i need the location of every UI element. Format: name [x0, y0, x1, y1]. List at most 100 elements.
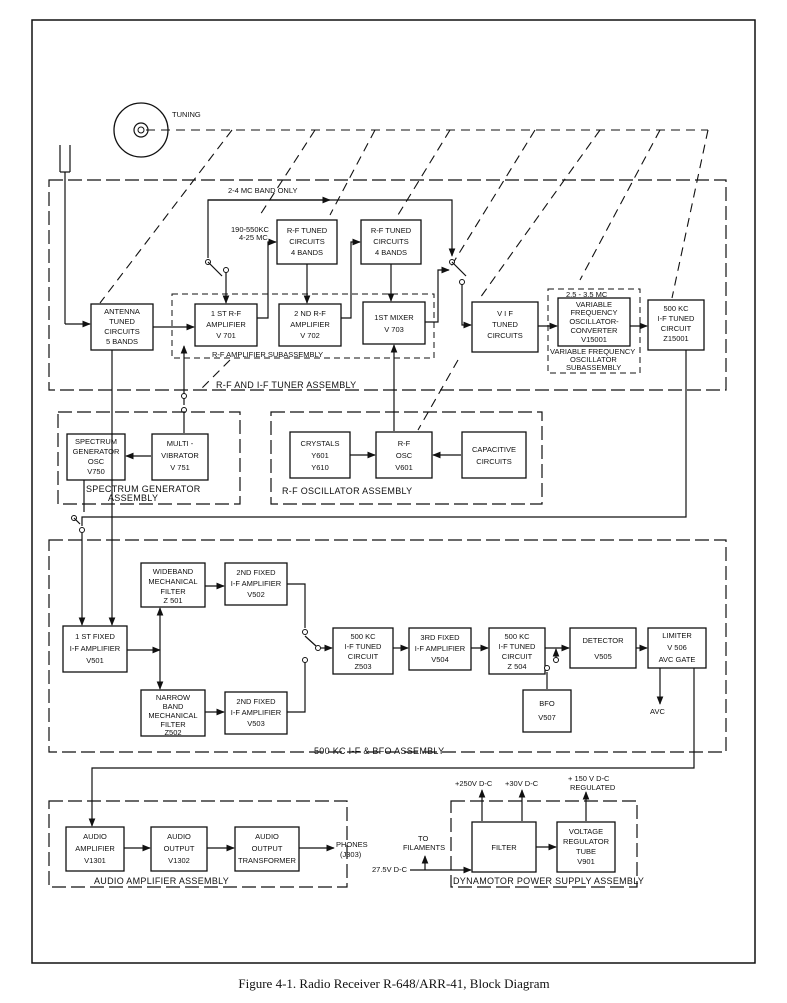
bfo-block: BFO V507 [522, 689, 572, 733]
if-tuned-circuit-z504-block: 500 KC I-F TUNED CIRCUIT Z 504 [488, 627, 546, 675]
to-filaments-label-1: TO [418, 834, 428, 843]
svg-text:V1302: V1302 [168, 856, 190, 865]
spectrum-assembly-label-2: ASSEMBLY [108, 493, 158, 503]
svg-text:OSC: OSC [396, 451, 413, 460]
svg-text:2ND FIXED: 2ND FIXED [236, 568, 276, 577]
rf-amp-subassembly-label: R-F AMPLIFIER SUBASSEMBLY [212, 350, 323, 359]
svg-text:4 BANDS: 4 BANDS [291, 248, 323, 257]
tuning-label: TUNING [172, 110, 201, 119]
rf-tuned-circuits-b-block: R-F TUNED CIRCUITS 4 BANDS [360, 219, 422, 265]
svg-text:OSC: OSC [88, 457, 105, 466]
rf-osc-block: R-F OSC V601 [375, 431, 433, 479]
band-2-4-label: 2-4 MC BAND ONLY [228, 186, 297, 195]
capacitive-circuits-block: CAPACITIVE CIRCUITS [461, 431, 527, 479]
svg-text:VOLTAGE: VOLTAGE [569, 827, 603, 836]
svg-text:3RD FIXED: 3RD FIXED [420, 633, 460, 642]
svg-text:R-F: R-F [398, 439, 411, 448]
svg-text:1ST MIXER: 1ST MIXER [374, 313, 414, 322]
if-amplifier-2a-block: 2ND FIXED I-F AMPLIFIER V502 [224, 562, 288, 606]
avc-label: AVC [650, 707, 665, 716]
svg-text:VIBRATOR: VIBRATOR [161, 451, 199, 460]
v150-label-1: + 150 V D-C [568, 774, 610, 783]
if-amplifier-3-block: 3RD FIXED I-F AMPLIFIER V504 [408, 627, 472, 671]
wideband-filter-block: WIDEBAND MECHANICAL FILTER Z 501 [140, 562, 206, 608]
svg-text:AMPLIFIER: AMPLIFIER [75, 844, 115, 853]
svg-text:CIRCUITS: CIRCUITS [476, 457, 511, 466]
rf-amplifier-1-block: 1 ST R-F AMPLIFIER V 701 [194, 303, 258, 347]
svg-text:AUDIO: AUDIO [255, 832, 279, 841]
antenna-tuned-circuits-block: ANTENNA TUNED CIRCUITS 5 BANDS [90, 303, 154, 351]
svg-text:AUDIO: AUDIO [167, 832, 191, 841]
svg-text:I-F AMPLIFIER: I-F AMPLIFIER [415, 644, 466, 653]
svg-text:OSCILLATOR-: OSCILLATOR- [569, 317, 619, 326]
svg-text:V 703: V 703 [384, 325, 404, 334]
svg-text:4 BANDS: 4 BANDS [375, 248, 407, 257]
svg-text:V 506: V 506 [667, 643, 687, 652]
svg-text:REGULATOR: REGULATOR [563, 837, 610, 846]
svg-text:OUTPUT: OUTPUT [164, 844, 195, 853]
if-tuned-circuit-z503-block: 500 KC I-F TUNED CIRCUIT Z503 [332, 627, 394, 675]
svg-text:V503: V503 [247, 719, 265, 728]
svg-text:CIRCUITS: CIRCUITS [487, 331, 522, 340]
svg-text:V502: V502 [247, 590, 265, 599]
outer-frame [31, 19, 756, 964]
phones-label-1: PHONES [336, 840, 368, 849]
svg-text:CIRCUITS: CIRCUITS [104, 327, 139, 336]
spectrum-assembly-outline [57, 411, 241, 505]
v27-label: 27.5V D-C [372, 865, 408, 874]
rf-amp-subassembly-outline [171, 293, 435, 359]
svg-text:CONVERTER: CONVERTER [571, 326, 619, 335]
rf-oscillator-assembly-outline [270, 411, 543, 505]
phones-label-2: (J303) [340, 850, 362, 859]
svg-text:V 702: V 702 [300, 331, 320, 340]
svg-text:R-F TUNED: R-F TUNED [371, 226, 412, 235]
to-filaments-label-2: FILAMENTS [403, 843, 445, 852]
crystals-block: CRYSTALS Y601 Y610 [289, 431, 351, 479]
svg-text:Z15001: Z15001 [663, 334, 688, 343]
svg-text:LIMITER: LIMITER [662, 631, 692, 640]
svg-text:V 701: V 701 [216, 331, 236, 340]
if-amplifier-2b-block: 2ND FIXED I-F AMPLIFIER V503 [224, 691, 288, 735]
antenna-icon [59, 145, 91, 328]
power-assembly-label: DYNAMOTOR POWER SUPPLY ASSEMBLY [453, 876, 644, 886]
svg-text:1 ST R-F: 1 ST R-F [211, 309, 242, 318]
svg-text:OUTPUT: OUTPUT [252, 844, 283, 853]
vfo-subassembly-label-3: SUBASSEMBLY [566, 363, 621, 372]
audio-amplifier-block: AUDIO AMPLIFIER V1301 [65, 826, 125, 872]
svg-text:BFO: BFO [539, 699, 555, 708]
audio-output-block: AUDIO OUTPUT V1302 [150, 826, 208, 872]
svg-text:V504: V504 [431, 655, 449, 664]
narrowband-filter-block: NARROW BAND MECHANICAL FILTER Z502 [140, 689, 206, 737]
svg-text:I-F AMPLIFIER: I-F AMPLIFIER [231, 708, 282, 717]
svg-text:FREQUENCY: FREQUENCY [570, 308, 617, 317]
band-2-5-label: 2.5 - 3.5 MC [566, 290, 608, 299]
vfo-subassembly-label-2: OSCILLATOR [570, 355, 617, 364]
tuning-knob-icon [113, 102, 169, 158]
if-bfo-assembly-outline [48, 539, 727, 753]
svg-text:FILTER: FILTER [491, 843, 517, 852]
audio-transformer-block: AUDIO OUTPUT TRANSFORMER [234, 826, 300, 872]
rf-amplifier-2-block: 2 ND R-F AMPLIFIER V 702 [278, 303, 342, 347]
vfo-subassembly-outline [547, 288, 641, 374]
power-assembly-outline [450, 800, 638, 888]
svg-text:V15001: V15001 [581, 335, 607, 344]
svg-text:V750: V750 [87, 467, 105, 476]
voltage-regulator-block: VOLTAGE REGULATOR TUBE V901 [556, 821, 616, 873]
svg-text:Y610: Y610 [311, 463, 329, 472]
svg-text:I-F TUNED: I-F TUNED [499, 642, 537, 651]
svg-text:V601: V601 [395, 463, 413, 472]
svg-text:TUBE: TUBE [576, 847, 596, 856]
mixer-1-block: 1ST MIXER V 703 [362, 301, 426, 345]
svg-text:MULTI -: MULTI - [167, 439, 194, 448]
spectrum-assembly-label-1: SPECTRUM GENERATOR [86, 484, 201, 494]
svg-text:V505: V505 [594, 652, 612, 661]
svg-text:BAND: BAND [163, 702, 184, 711]
svg-text:WIDEBAND: WIDEBAND [153, 567, 194, 576]
rf-tuned-circuits-a-block: R-F TUNED CIRCUITS 4 BANDS [276, 219, 338, 265]
v150-label-2: REGULATED [570, 783, 616, 792]
svg-text:CAPACITIVE: CAPACITIVE [472, 445, 516, 454]
svg-text:V1301: V1301 [84, 856, 106, 865]
v30-label: +30V D-C [505, 779, 539, 788]
svg-text:Y601: Y601 [311, 451, 329, 460]
svg-text:MECHANICAL: MECHANICAL [148, 577, 197, 586]
